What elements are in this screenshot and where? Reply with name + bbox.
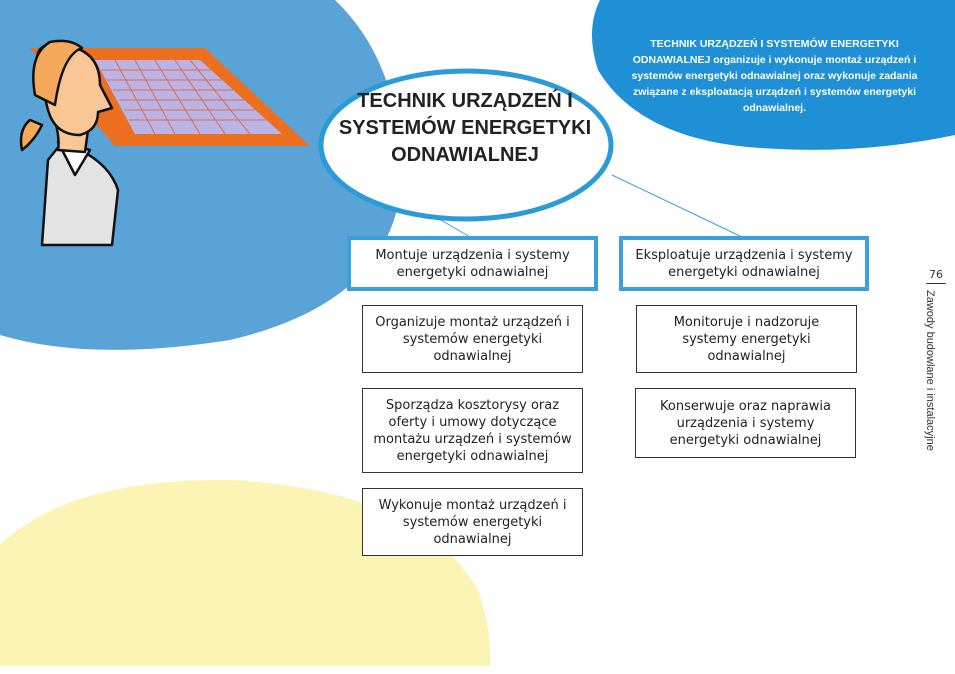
description-bold: TECHNIK URZĄDZEŃ I SYSTEMÓW ENERGETYKI O… (632, 38, 899, 66)
task-box: Monitoruje i nadzoruje systemy energetyk… (636, 305, 857, 373)
page-title: TECHNIK URZĄDZEŃ I SYSTEMÓW ENERGETYKI O… (338, 90, 592, 166)
solar-panel-illustration (30, 48, 310, 146)
branch-header-operation: Eksploatuje urządzenia i systemy energet… (619, 236, 869, 291)
connector-right (611, 174, 743, 238)
page-number: 76 (926, 268, 946, 284)
blue-blob-right (591, 0, 955, 150)
description-text: organizuje i wykonuje montaż urządzeń i … (631, 54, 918, 114)
task-box: Sporządza kosztorysy oraz oferty i umowy… (362, 388, 583, 473)
title-ellipse (318, 68, 614, 222)
description: TECHNIK URZĄDZEŃ I SYSTEMÓW ENERGETYKI O… (612, 36, 937, 116)
technician-illustration (19, 39, 120, 247)
task-box: Wykonuje montaż urządzeń i systemów ener… (362, 488, 583, 556)
task-box: Konserwuje oraz naprawia urządzenia i sy… (635, 388, 856, 458)
section-label: Zawody budowlane i instalacyjne (924, 290, 936, 451)
branch-header-montage: Montuje urządzenia i systemy energetyki … (347, 236, 598, 291)
task-box: Organizuje montaż urządzeń i systemów en… (362, 305, 583, 373)
